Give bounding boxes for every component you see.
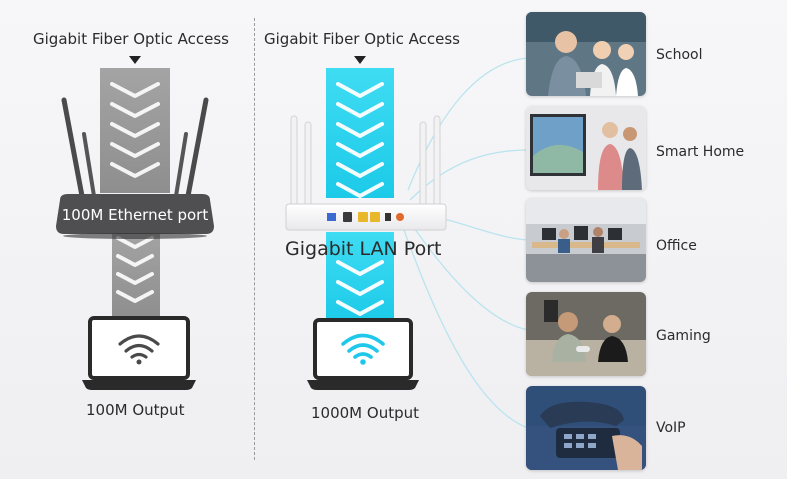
legacy-laptop bbox=[82, 316, 196, 390]
scenario-label-gaming: Gaming bbox=[656, 328, 711, 344]
gaming-photo bbox=[526, 292, 646, 376]
gigabit-wifi-icon bbox=[341, 333, 385, 359]
scenario-label-office: Office bbox=[656, 238, 697, 254]
office-photo bbox=[526, 198, 646, 282]
legacy-router bbox=[56, 97, 214, 239]
gigabit-output-label: 1000M Output bbox=[311, 404, 419, 422]
gigabit-port-label: Gigabit LAN Port bbox=[285, 238, 442, 260]
scenario-label-smart-home: Smart Home bbox=[656, 144, 745, 160]
right-chevrons bbox=[336, 82, 384, 316]
smart-home-photo bbox=[526, 106, 646, 190]
legacy-wifi-icon bbox=[118, 334, 160, 359]
gigabit-laptop bbox=[307, 318, 419, 390]
left-down-arrow-icon bbox=[129, 56, 141, 64]
right-access-label: Gigabit Fiber Optic Access bbox=[264, 30, 460, 48]
legacy-output-label: 100M Output bbox=[86, 401, 185, 419]
scenario-label-school: School bbox=[656, 47, 703, 63]
panel-divider bbox=[254, 18, 255, 460]
left-access-label: Gigabit Fiber Optic Access bbox=[33, 30, 229, 48]
left-chevrons bbox=[110, 82, 160, 303]
scenario-label-voip: VoIP bbox=[656, 420, 686, 436]
right-down-arrow-icon bbox=[354, 56, 366, 64]
gigabit-throughput-band bbox=[326, 68, 394, 322]
school-photo bbox=[526, 12, 646, 96]
voip-phone-photo bbox=[526, 386, 646, 470]
legacy-port-label: 100M Ethernet port bbox=[61, 206, 209, 224]
gigabit-router bbox=[285, 115, 447, 231]
legacy-throughput-band bbox=[100, 68, 170, 320]
